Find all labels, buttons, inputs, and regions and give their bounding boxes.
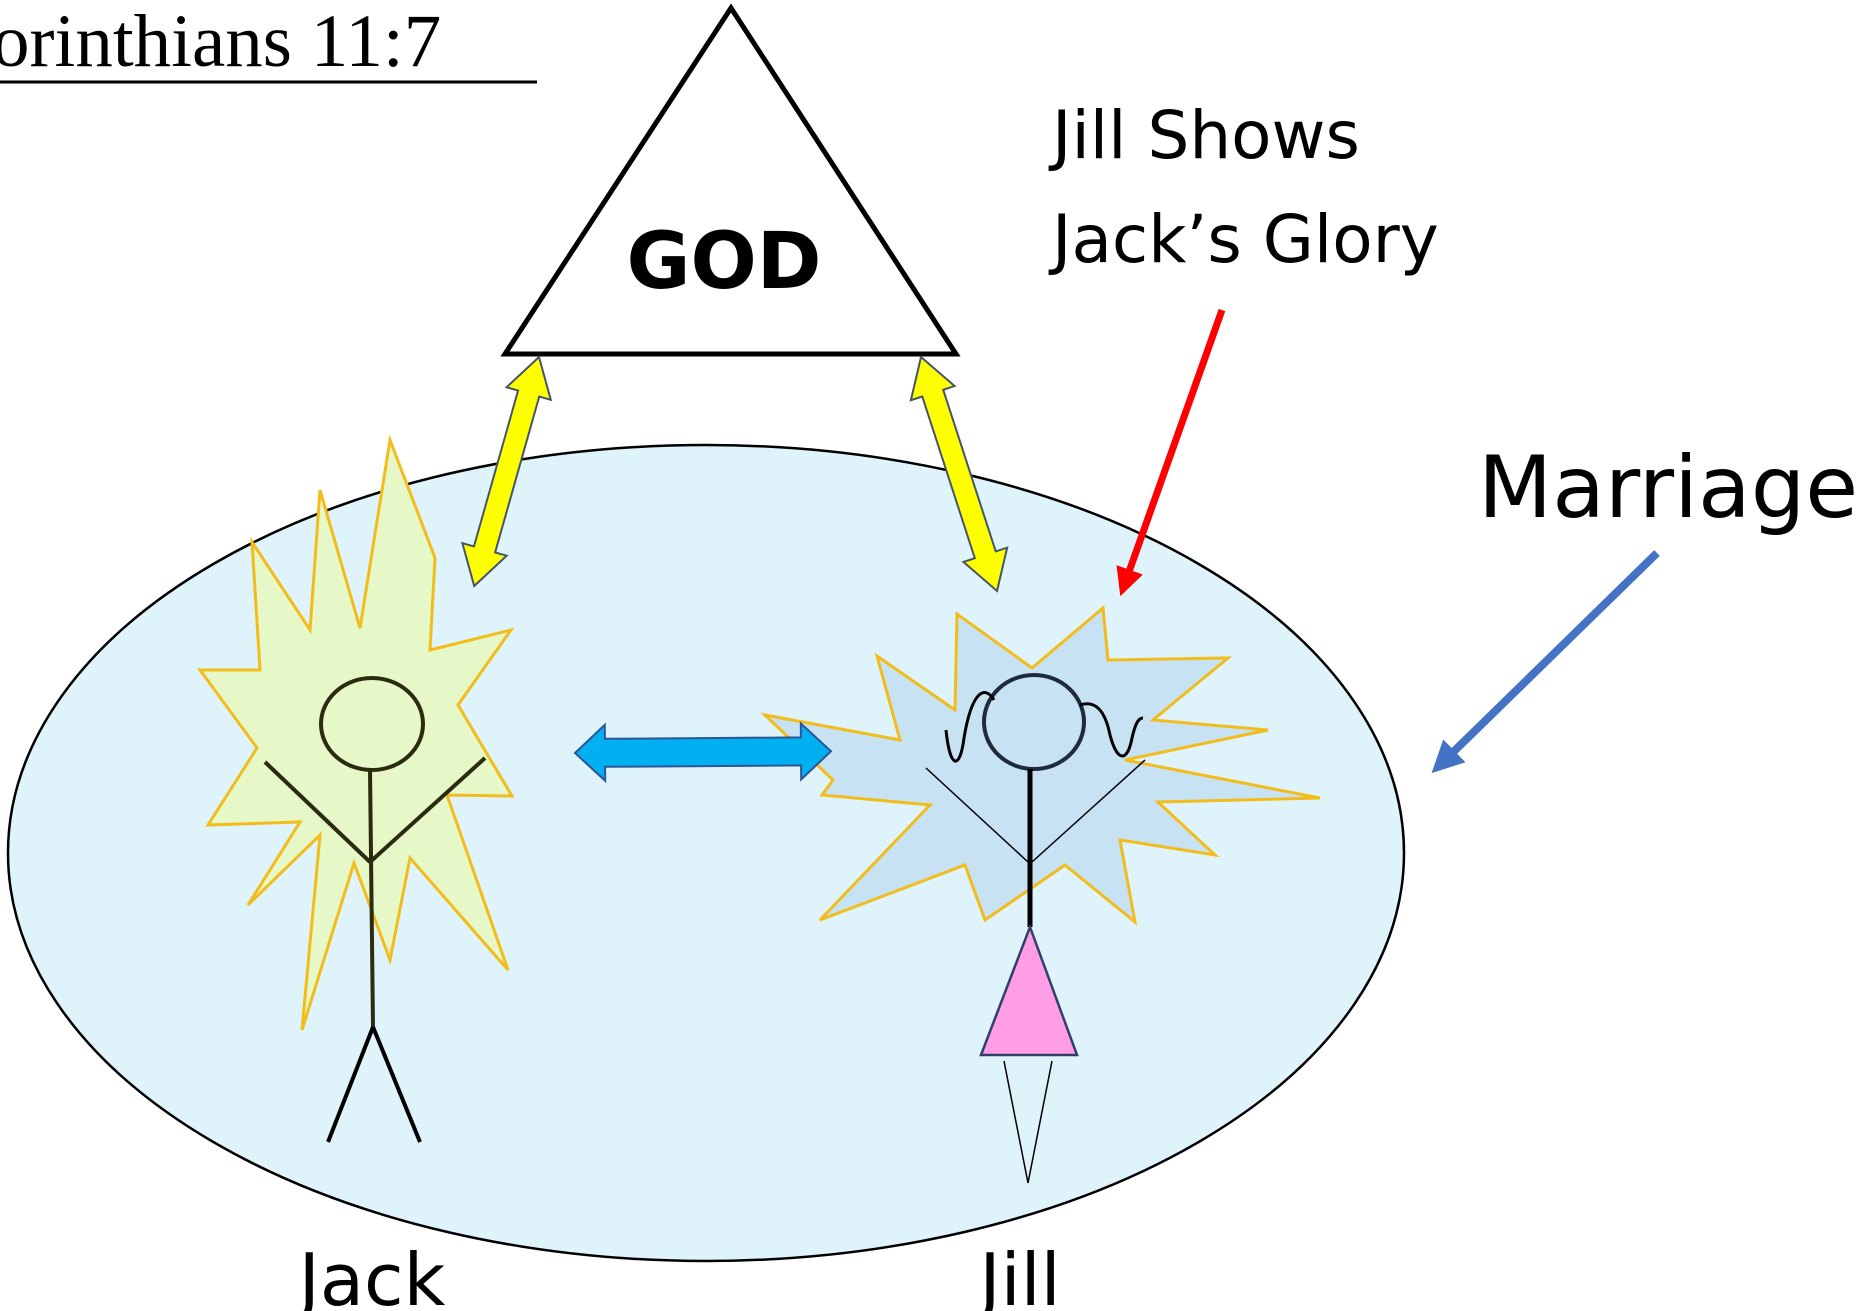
jill-stick-figure — [925, 673, 1146, 1184]
mutual-arrow — [573, 721, 833, 784]
jack-head — [319, 676, 425, 772]
blue-pointer-arrow — [1431, 550, 1660, 774]
annotation-line-2: Jack’s Glory — [1048, 201, 1439, 278]
jill-dress — [979, 923, 1079, 1057]
scripture-heading: orinthians 11:7 — [0, 0, 441, 83]
marriage-label: Marriage — [1478, 438, 1858, 538]
god-triangle — [500, 3, 961, 357]
jack-name-label: Jack — [295, 1238, 446, 1311]
jill-hair — [944, 691, 1144, 763]
red-pointer-arrow — [1116, 308, 1226, 597]
jill-head — [982, 673, 1086, 771]
jack-stick-figure — [263, 676, 487, 1143]
annotation-line-1: Jill Shows — [1048, 97, 1360, 174]
jill-god-arrow — [909, 355, 1009, 593]
jill-name-label: Jill — [975, 1238, 1060, 1311]
god-label: GOD — [626, 217, 821, 307]
jack-god-arrow — [460, 355, 553, 588]
